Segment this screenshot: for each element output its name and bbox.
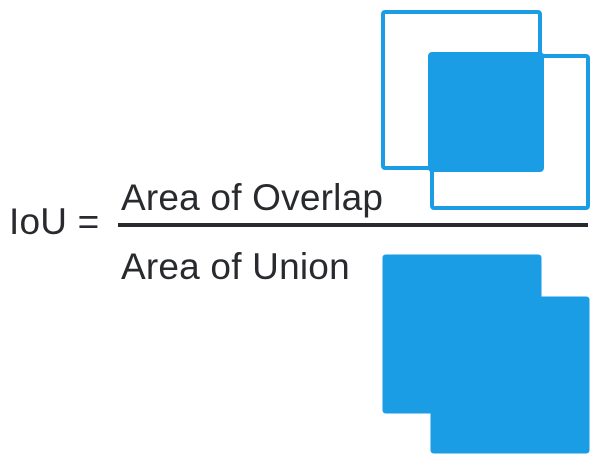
union-shape-fill	[382, 254, 590, 454]
union-diagram	[375, 248, 595, 462]
overlap-intersection-fill	[428, 52, 544, 172]
fraction-bar	[118, 223, 588, 227]
fraction-numerator-label: Area of Overlap	[121, 177, 384, 218]
overlap-diagram	[375, 4, 595, 218]
fraction-denominator-label: Area of Union	[121, 246, 350, 287]
iou-label: IoU =	[9, 201, 100, 242]
